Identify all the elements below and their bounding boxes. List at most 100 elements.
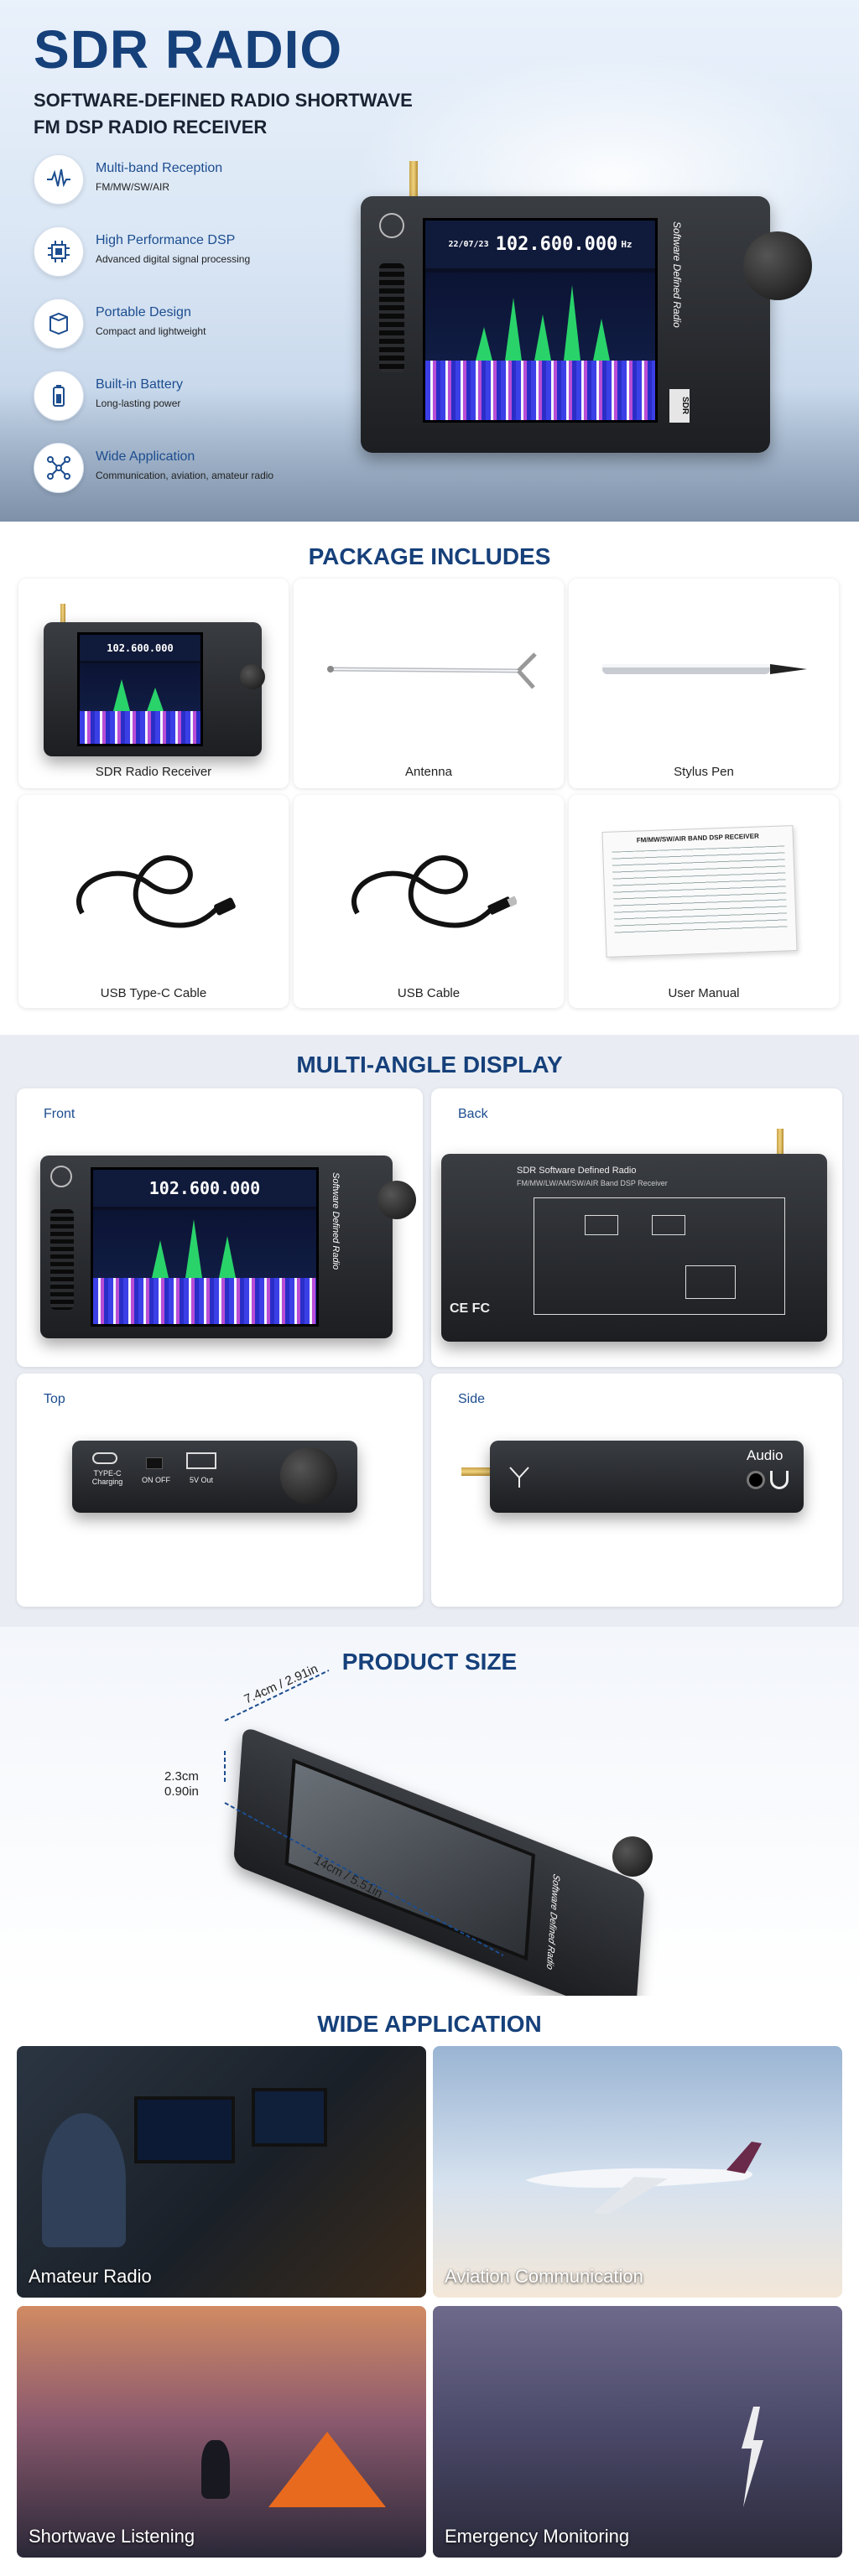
spectrum-peak [593,318,610,361]
package-item-label: User Manual [668,986,740,1000]
waterfall-display [93,1277,316,1324]
application-section: WIDE APPLICATION Amateur Radio Aviation … [0,1996,859,2576]
view-label: Top [44,1392,65,1406]
signal-icon [50,1166,72,1187]
view-label: Front [44,1107,75,1121]
feature-desc: Advanced digital signal processing [96,253,251,265]
speaker-grille [50,1209,74,1310]
back-label-2: FM/MW/LW/AM/SW/AIR Band DSP Receiver [517,1179,668,1187]
spectrum-peak [219,1235,236,1278]
antenna-image [327,652,537,689]
feature-title: Portable Design [96,305,191,319]
package-heading: PACKAGE INCLUDES [308,543,551,569]
spectrum-peak [147,687,164,711]
tuning-knob [240,664,265,689]
spectrum-peak [113,678,130,711]
package-item-label: SDR Radio Receiver [95,765,212,779]
spectrum-peak [185,1218,202,1278]
tuning-knob [743,231,812,300]
tile-aviation: Aviation Communication [433,2046,842,2298]
spectrum-peak [152,1239,169,1278]
product-size-heading: PRODUCT SIZE [341,1649,518,1675]
operator-silhouette [42,2113,126,2247]
signal-icon [379,213,404,238]
box-icon [34,299,84,349]
diagram-block [585,1215,618,1235]
package-item-label: Antenna [405,765,452,779]
package-item-manual: FM/MW/SW/AIR BAND DSP RECEIVER User Manu… [569,795,839,1008]
package-item-typec-cable: USB Type-C Cable [18,795,289,1008]
usb-cable-image [351,855,517,928]
height-dimension-in: 0.90in [164,1784,199,1799]
network-icon [34,443,84,493]
spectrum-peak [505,297,522,361]
tuning-knob [280,1447,337,1504]
feature-title: Built-in Battery [96,377,184,392]
typec-label: TYPE-C Charging [91,1469,123,1486]
feature-title: Wide Application [96,449,195,464]
feature-multi-band: Multi-band Reception FM/MW/SW/AIR [34,154,386,208]
feature-desc: Compact and lightweight [96,325,206,337]
height-dimension-cm: 2.3cm [164,1769,199,1784]
spectrum-display [80,662,200,711]
antenna-symbol-icon [507,1464,532,1489]
monitor-image [252,2088,327,2147]
tile-label: Shortwave Listening [29,2526,195,2547]
sdr-badge: SDR [669,389,690,423]
subtitle-line-1: SOFTWARE-DEFINED RADIO SHORTWAVE [34,90,413,111]
device-screen: 22/07/23 102.600.000 Hz [423,218,658,423]
certification-marks: CE FC [450,1301,490,1316]
view-back-card: Back SDR Software Defined Radio FM/MW/LW… [431,1088,842,1367]
side-brand-text: Software Defined Radio [671,221,683,328]
feature-portable: Portable Design Compact and lightweight [34,299,386,352]
feature-title: High Performance DSP [96,233,236,247]
block-diagram-print [534,1197,785,1315]
usb-port [186,1452,216,1469]
typec-cable-image [76,855,236,928]
package-item-usb-cable: USB Cable [294,795,564,1008]
view-side-card: Side Audio [431,1374,842,1607]
diagram-block [685,1265,736,1299]
screen-frequency: 102.600.000 [148,1178,261,1199]
spectrum-peak [564,284,580,361]
switch-label: ON OFF [142,1476,170,1484]
multi-angle-section: MULTI-ANGLE DISPLAY Front 102.600.000 So… [0,1035,859,1627]
tile-label: Amateur Radio [29,2266,152,2287]
tuning-knob [612,1836,653,1877]
back-label-1: SDR Software Defined Radio [517,1166,637,1176]
package-item-antenna: Antenna [294,579,564,788]
typec-port [92,1452,117,1464]
tile-amateur-radio: Amateur Radio [17,2046,426,2298]
antenna-connector [461,1467,492,1476]
tuning-knob [377,1181,416,1219]
tile-label: Emergency Monitoring [445,2526,630,2547]
lightning-icon [742,2407,763,2507]
power-switch [146,1457,163,1469]
waveform-icon [34,154,84,205]
audio-jack [747,1471,765,1489]
audio-label: Audio [747,1447,784,1463]
feature-desc: Communication, aviation, amateur radio [96,470,274,481]
screen-header: 22/07/23 102.600.000 Hz [425,221,655,269]
side-device: Audio [490,1441,804,1513]
back-device: SDR Software Defined Radio FM/MW/LW/AM/S… [441,1154,827,1342]
view-front-card: Front 102.600.000 Software Defined Radio [17,1088,423,1367]
feature-application: Wide Application Communication, aviation… [34,443,386,496]
application-heading: WIDE APPLICATION [317,2011,542,2037]
view-label: Side [458,1392,486,1406]
waterfall-display [80,711,200,744]
subtitle-line-2: FM DSP RADIO RECEIVER [34,117,268,138]
tile-label: Aviation Communication [445,2266,643,2287]
airplane-image [525,2142,762,2214]
antenna-connector [409,161,418,200]
tile-shortwave: Shortwave Listening [17,2306,426,2558]
manual-title: FM/MW/SW/AIR BAND DSP RECEIVER [636,832,759,844]
tent-image [268,2432,386,2507]
view-top-card: Top TYPE-C Charging ON OFF 5V Out [17,1374,423,1607]
front-device: 102.600.000 Software Defined Radio [40,1156,393,1338]
stylus-image [602,664,807,674]
feature-desc: FM/MW/SW/AIR [96,181,169,193]
feature-battery: Built-in Battery Long-lasting power [34,371,386,424]
spectrum-peak [476,326,492,361]
hero-device: 22/07/23 102.600.000 Hz Software Defined… [361,196,770,453]
